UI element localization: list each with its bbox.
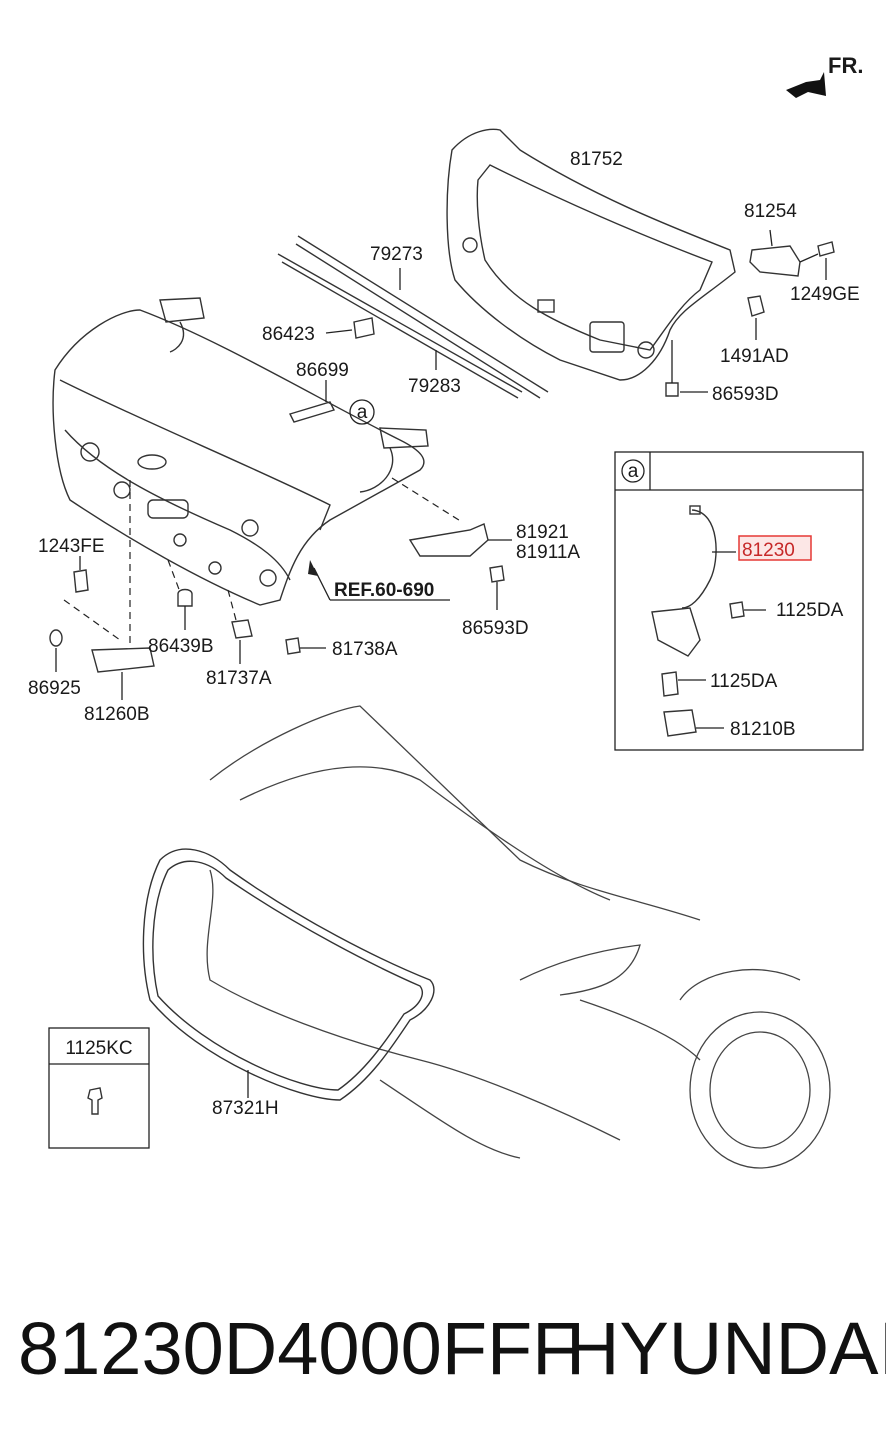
callout-symbol: a xyxy=(357,402,368,423)
label-86423: 86423 xyxy=(262,324,315,345)
left-fasteners xyxy=(49,556,326,672)
trunk-lid xyxy=(52,309,425,606)
latch-inset-box: a xyxy=(614,451,864,751)
inset-symbol: a xyxy=(628,461,639,482)
front-arrow-icon xyxy=(786,72,826,98)
label-86593D-mid: 86593D xyxy=(462,618,529,639)
label-1243FE: 1243FE xyxy=(38,536,105,557)
bumper-stopper xyxy=(325,317,375,339)
license-lamp xyxy=(91,480,155,700)
legend-code: 1125KC xyxy=(65,1038,132,1059)
front-direction-indicator: FR. xyxy=(786,53,863,98)
bolt-icon xyxy=(87,1087,103,1115)
part-number: 81230D4000FFF xyxy=(18,1307,578,1390)
torsion-bars xyxy=(277,235,549,399)
front-label: FR. xyxy=(828,53,863,78)
label-81911A: 81911A xyxy=(516,542,580,563)
label-86925: 86925 xyxy=(28,678,81,699)
label-1125DA-b: 1125DA xyxy=(710,671,778,692)
label-81921: 81921 xyxy=(516,522,569,543)
trunk-hinges xyxy=(159,297,429,493)
label-1125DA-a: 1125DA xyxy=(776,600,844,621)
brand-name: HYUNDAI xyxy=(566,1307,886,1390)
label-1249GE: 1249GE xyxy=(790,284,860,305)
vehicle-rear-view xyxy=(206,705,831,1169)
label-79273: 79273 xyxy=(370,244,423,265)
footer: 81230D4000FFF HYUNDAI xyxy=(0,1300,886,1420)
highlight-box xyxy=(738,535,812,561)
label-81210B: 81210B xyxy=(730,719,796,740)
detail-callout-a: a xyxy=(349,399,375,425)
trim-clip-top xyxy=(665,340,708,397)
label-ref: REF.60-690 xyxy=(334,580,434,601)
label-81752: 81752 xyxy=(570,149,623,170)
label-79283: 79283 xyxy=(408,376,461,397)
label-86439B: 86439B xyxy=(148,636,214,657)
trim-clip-mid xyxy=(489,565,505,610)
label-81738A: 81738A xyxy=(332,639,398,660)
label-81260B: 81260B xyxy=(84,704,150,725)
fastener-legend-box: 1125KC xyxy=(48,1027,150,1149)
label-87321H: 87321H xyxy=(212,1098,279,1119)
label-1491AD: 1491AD xyxy=(720,346,789,367)
latch-cover xyxy=(391,477,512,557)
label-81737A: 81737A xyxy=(206,668,272,689)
trunk-lid-trim-panel xyxy=(446,128,736,381)
label-81254: 81254 xyxy=(744,201,797,222)
pin xyxy=(289,380,335,423)
reference-arrow xyxy=(308,560,450,601)
label-86593D-top: 86593D xyxy=(712,384,779,405)
label-86699: 86699 xyxy=(296,360,349,381)
label-81230: 81230 xyxy=(742,540,795,561)
weatherstrip-seal xyxy=(142,848,435,1101)
trunk-handle-assembly xyxy=(747,229,835,340)
